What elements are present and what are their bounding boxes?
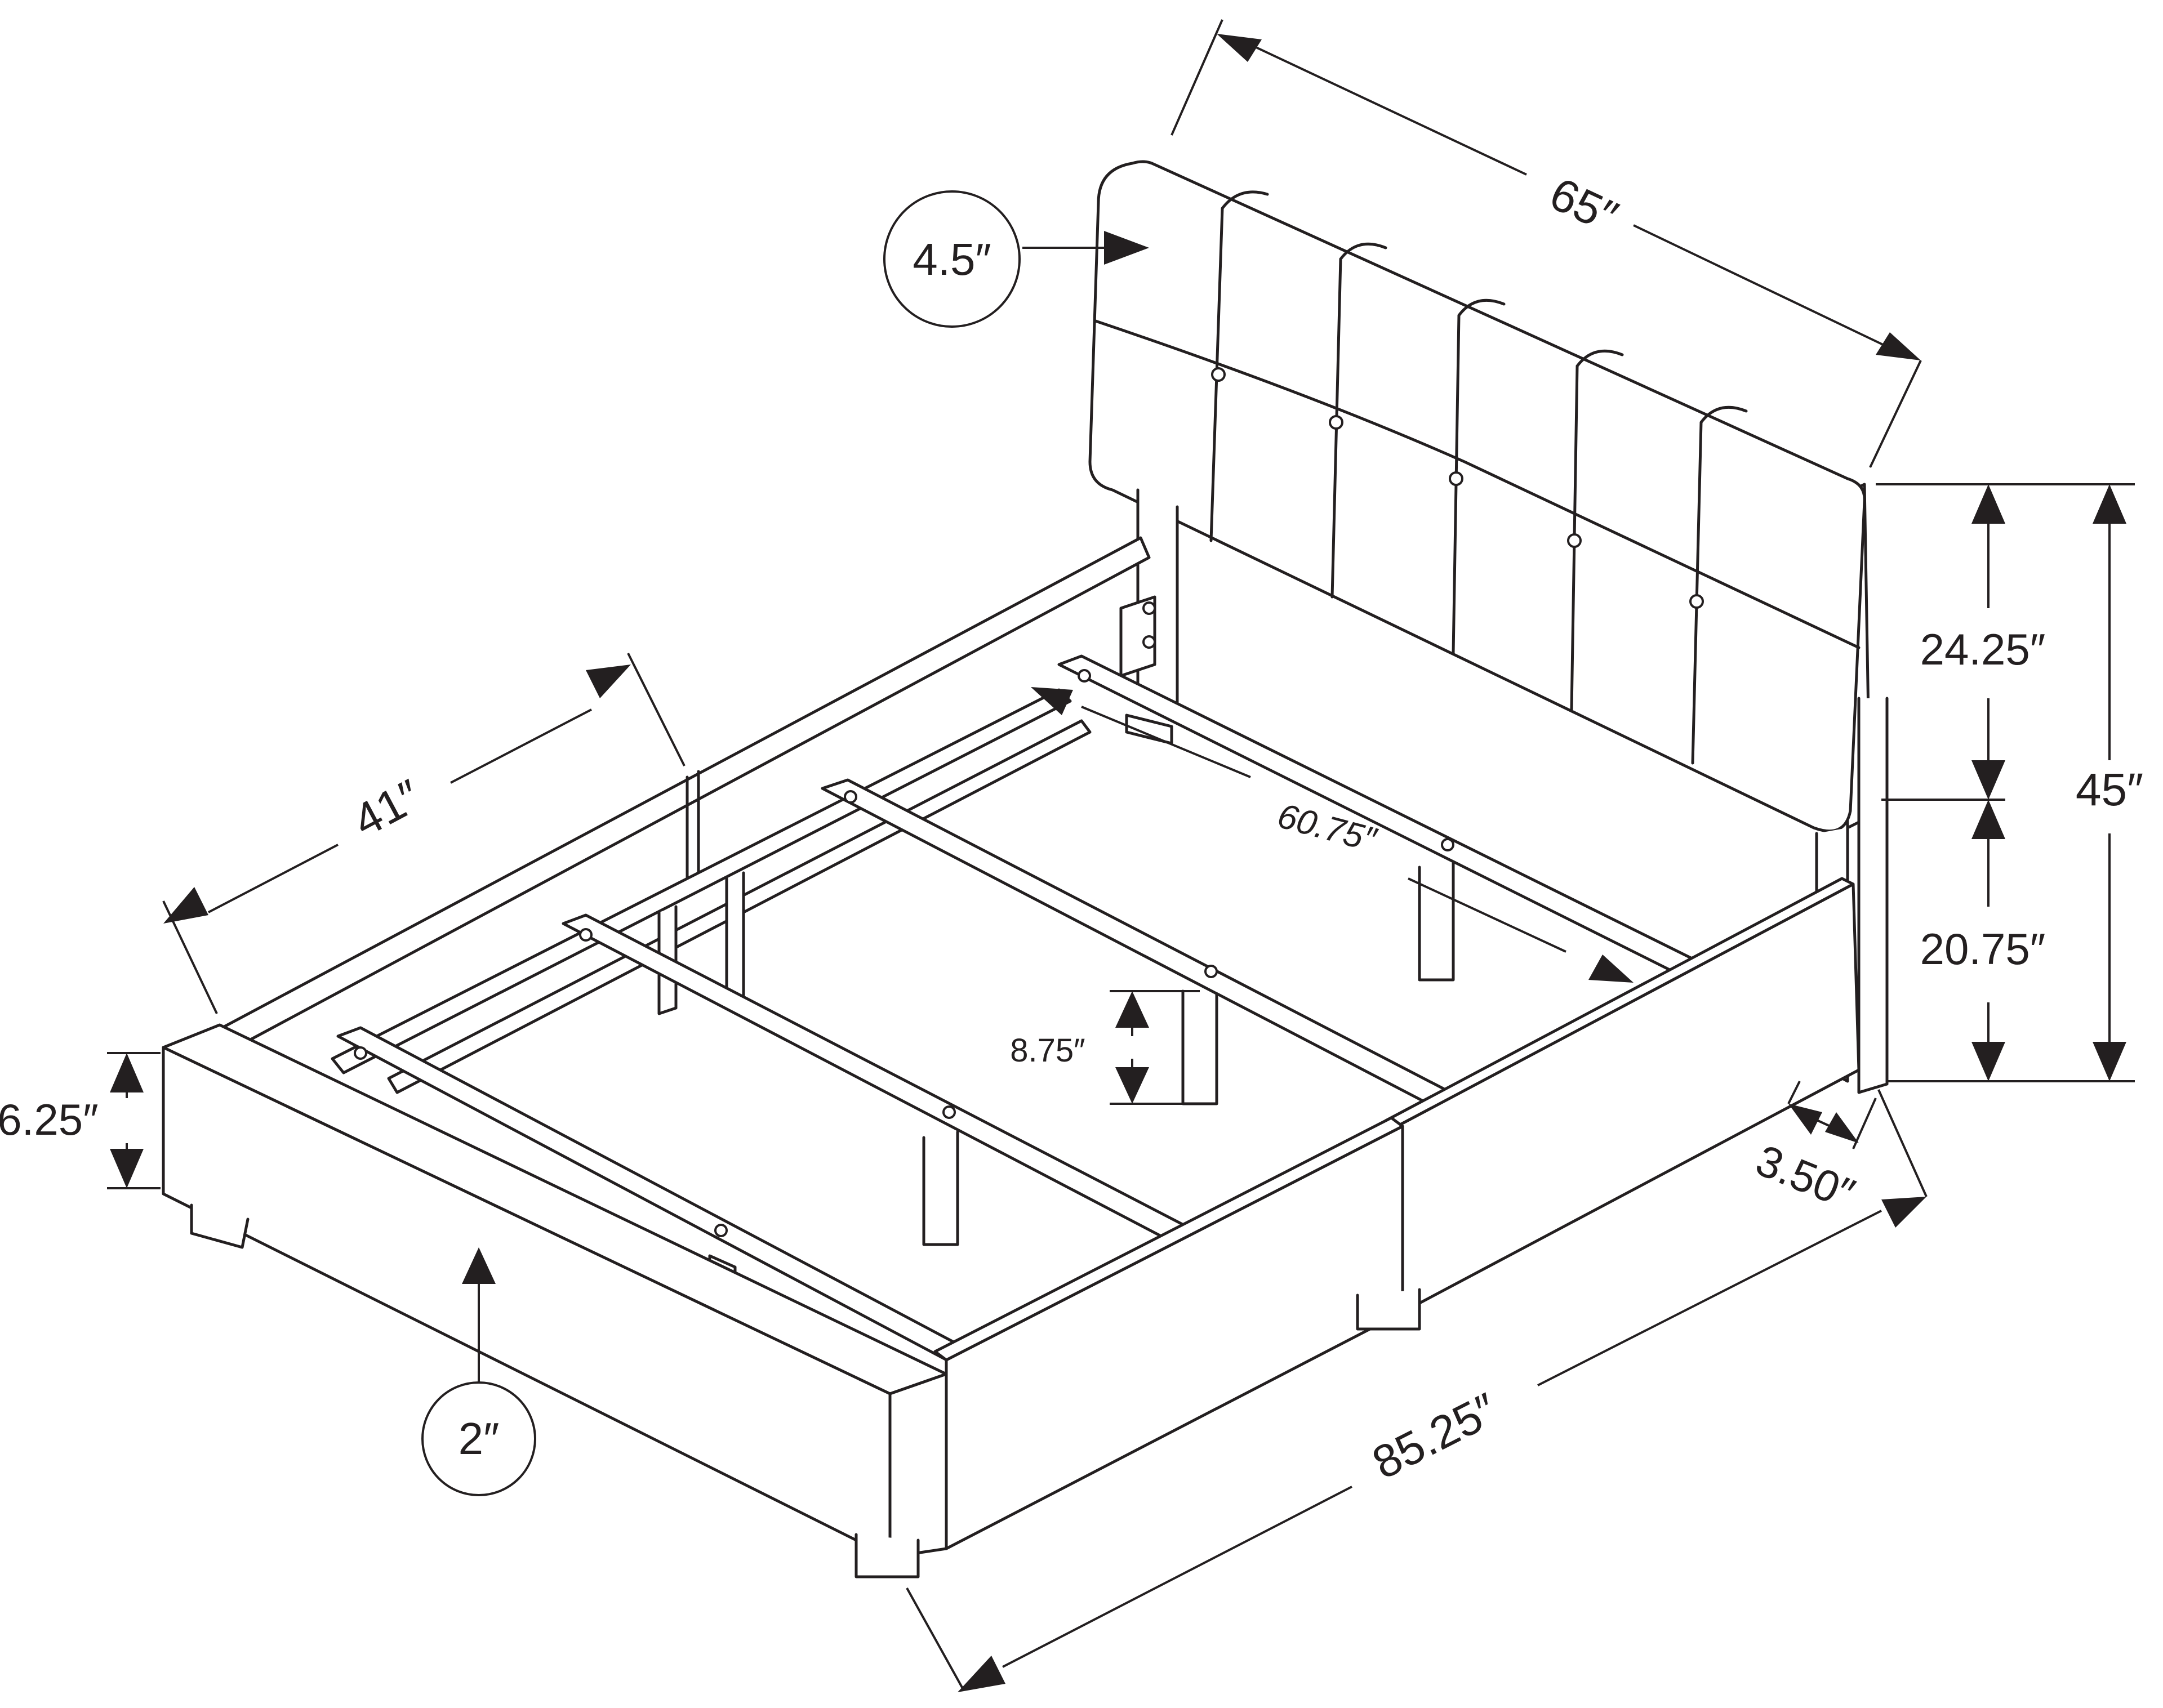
dim-6-25-label: 6.25″ bbox=[0, 1095, 99, 1144]
dim-45-label: 45″ bbox=[2076, 764, 2143, 815]
dim-2-label: 2″ bbox=[459, 1413, 500, 1464]
dim-3-50-label: 3.50″ bbox=[1749, 1135, 1861, 1219]
right-side-rail bbox=[933, 877, 1861, 1550]
dim-heights: 24.25″ 20.75″ 45″ bbox=[1876, 483, 2143, 1082]
dim-85-25-label: 85.25″ bbox=[1365, 1384, 1506, 1489]
dim-rail-thickness: 2″ bbox=[421, 1247, 536, 1496]
dim-8-75-label: 8.75″ bbox=[1010, 1032, 1085, 1069]
slats bbox=[336, 654, 1703, 1364]
dim-24-25-label: 24.25″ bbox=[1920, 625, 2046, 674]
dim-20-75-label: 20.75″ bbox=[1920, 924, 2046, 974]
dim-headboard-thickness: 4.5″ bbox=[883, 190, 1149, 328]
dim-slat-clearance: 8.75″ bbox=[1010, 990, 1200, 1105]
legs bbox=[190, 1203, 1421, 1578]
dim-4-5-label: 4.5″ bbox=[913, 234, 991, 284]
dim-41-label: 41″ bbox=[345, 770, 429, 847]
footboard bbox=[162, 1023, 948, 1559]
dim-65-label: 65″ bbox=[1542, 168, 1625, 243]
dim-rail-height: 6.25″ bbox=[0, 1052, 161, 1189]
